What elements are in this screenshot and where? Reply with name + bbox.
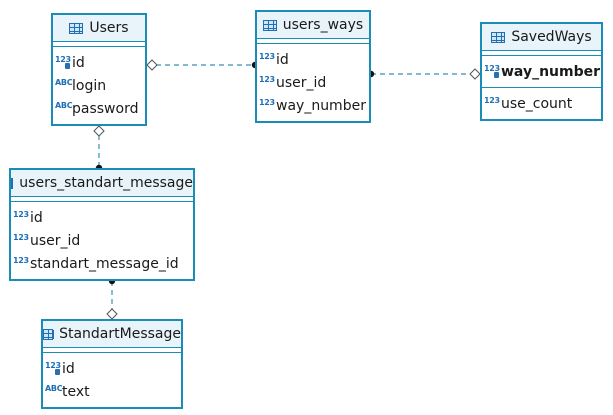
numeric-key-icon: 123 xyxy=(484,63,500,78)
field-name: way_number xyxy=(501,63,601,80)
field-name: id xyxy=(276,51,289,68)
entity-title: Users xyxy=(89,20,129,36)
field-name: text xyxy=(62,383,90,400)
entity-header[interactable]: users_standart_message xyxy=(11,170,193,197)
field-name: id xyxy=(72,54,85,71)
entity-header[interactable]: users_ways xyxy=(257,12,369,39)
relation-diamond-end xyxy=(469,68,481,80)
header-separator xyxy=(53,42,145,47)
entity-header[interactable]: SavedWays xyxy=(482,24,601,51)
field-name: way_number xyxy=(276,97,366,114)
entity-title: SavedWays xyxy=(511,29,592,45)
entity-title: StandartMessage xyxy=(59,326,181,342)
relation-diamond-end xyxy=(106,308,118,320)
field-name: password xyxy=(72,100,139,117)
entity-header[interactable]: StandartMessage xyxy=(43,321,181,348)
entity-header[interactable]: Users xyxy=(53,15,145,42)
text-type-icon: ABC xyxy=(55,77,73,87)
header-separator xyxy=(43,348,181,353)
field-name: user_id xyxy=(276,74,327,91)
text-type-icon: ABC xyxy=(45,383,63,393)
table-icon xyxy=(69,22,84,34)
numeric-type-icon: 123 xyxy=(13,255,29,265)
table-icon xyxy=(491,31,506,43)
table-icon xyxy=(43,328,54,340)
table-icon xyxy=(11,177,14,189)
numeric-type-icon: 123 xyxy=(13,209,29,219)
numeric-key-icon: 123 xyxy=(55,54,71,69)
numeric-type-icon: 123 xyxy=(259,97,275,107)
header-separator xyxy=(257,39,369,44)
field-name: user_id xyxy=(30,232,81,249)
header-separator xyxy=(482,51,601,56)
field-name: use_count xyxy=(501,95,573,112)
numeric-key-icon: 123 xyxy=(45,360,61,375)
field-name: login xyxy=(72,77,107,94)
relation-diamond-end xyxy=(146,59,158,71)
field-name: id xyxy=(62,360,75,377)
table-icon xyxy=(262,19,277,31)
numeric-type-icon: 123 xyxy=(259,51,275,61)
field-name: id xyxy=(30,209,43,226)
field-name: standart_message_id xyxy=(30,255,179,272)
numeric-type-icon: 123 xyxy=(484,95,500,105)
text-type-icon: ABC xyxy=(55,100,73,110)
entity-title: users_standart_message xyxy=(19,175,193,191)
entity-title: users_ways xyxy=(282,17,364,33)
numeric-type-icon: 123 xyxy=(13,232,29,242)
header-separator xyxy=(11,197,193,202)
numeric-type-icon: 123 xyxy=(259,74,275,84)
relation-diamond-end xyxy=(93,125,105,137)
